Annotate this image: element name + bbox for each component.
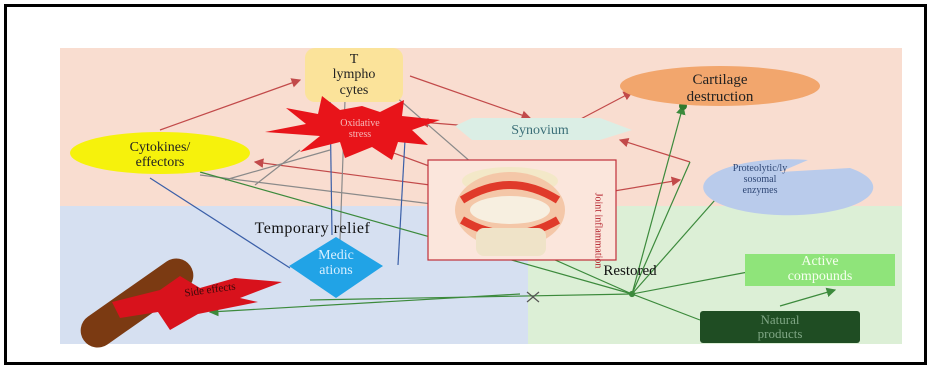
label-cytokines: Cytokines/ effectors <box>95 140 225 171</box>
label-proteolytic: Proteolytic/ly sosomal enzymes <box>705 163 815 196</box>
label-cartilage-destruction: Cartilage destruction <box>655 72 785 105</box>
label-t-lymphocytes: T lympho cytes <box>305 52 403 98</box>
label-temporary-relief: Temporary relief <box>225 220 400 238</box>
label-natural-products: Natural products <box>700 313 860 342</box>
label-medications: Medic ations <box>296 248 376 279</box>
label-restored: Restored <box>585 263 675 280</box>
label-oxidative-stress: Oxidative stress <box>320 118 400 140</box>
label-active-compounds: Active compounds <box>745 254 895 285</box>
label-synovium: Synovium <box>490 123 590 138</box>
